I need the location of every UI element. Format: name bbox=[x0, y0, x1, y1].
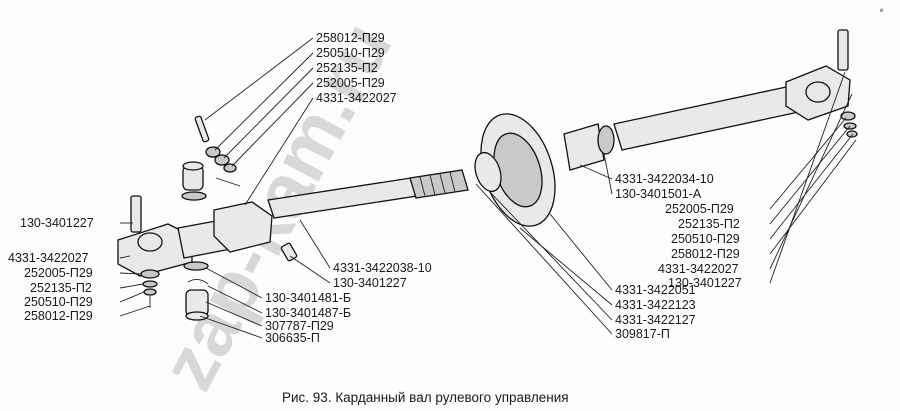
washer-right-3 bbox=[846, 130, 858, 138]
label-center-3: 130-3401481-Б bbox=[265, 291, 351, 305]
label-center-6: 306635-П bbox=[265, 331, 320, 345]
label-br-1: 4331-3422051 bbox=[615, 283, 696, 297]
washer-top-1 bbox=[214, 154, 230, 166]
label-top-3: 252135-П2 bbox=[316, 61, 378, 75]
right-universal-joint bbox=[785, 29, 858, 138]
right-yoke-boss bbox=[805, 81, 831, 103]
tube-seal bbox=[597, 125, 615, 155]
label-center-4: 130-3401487-Б bbox=[265, 306, 351, 320]
label-br-3: 4331-3422127 bbox=[615, 313, 696, 327]
label-left-3: 252005-П29 bbox=[24, 266, 93, 280]
label-right-1: 4331-3422034-10 bbox=[615, 172, 714, 186]
lock-plate-top bbox=[215, 177, 241, 187]
labels-right: 4331-3422034-10 130-3401501-А 252005-П29… bbox=[615, 172, 742, 290]
washer-left-3 bbox=[143, 288, 157, 296]
label-right-6: 258012-П29 bbox=[671, 247, 740, 261]
boot-and-flange bbox=[474, 113, 556, 227]
needle-cup-bottom-rim bbox=[185, 311, 209, 321]
grease-fitting-left bbox=[130, 195, 142, 233]
label-center-1: 4331-3422038-10 bbox=[333, 261, 432, 275]
label-right-8: 130-3401227 bbox=[668, 276, 742, 290]
needle-cup-top-rim bbox=[182, 161, 204, 171]
leader-lines bbox=[119, 37, 857, 339]
nut-top bbox=[205, 146, 221, 158]
label-right-5: 250510-П29 bbox=[671, 232, 740, 246]
label-right-4: 252135-П2 bbox=[678, 217, 740, 231]
left-universal-joint bbox=[117, 161, 298, 321]
tube-body bbox=[613, 83, 809, 151]
spline-teeth bbox=[419, 171, 456, 197]
label-center-2: 130-3401227 bbox=[333, 276, 407, 290]
left-yoke-boss bbox=[137, 232, 163, 252]
label-br-4: 309817-П bbox=[615, 327, 670, 341]
label-right-3: 252005-П29 bbox=[665, 202, 734, 216]
boot-clamp bbox=[474, 151, 502, 193]
center-yoke bbox=[213, 201, 273, 253]
label-left-5: 250510-П29 bbox=[24, 295, 93, 309]
spline-section bbox=[409, 169, 469, 199]
labels-left: 130-3401227 4331-3422027 252005-П29 2521… bbox=[8, 216, 94, 323]
labels-center: 4331-3422038-10 130-3401227 130-3401481-… bbox=[265, 261, 432, 345]
label-br-2: 4331-3422123 bbox=[615, 298, 696, 312]
spline-shaft bbox=[267, 169, 469, 219]
label-right-2: 130-3401501-А bbox=[615, 187, 702, 201]
bolt-top bbox=[194, 115, 210, 143]
washer-right-1 bbox=[840, 111, 856, 121]
seal-ring-top bbox=[181, 191, 207, 201]
label-left-6: 258012-П29 bbox=[24, 309, 93, 323]
hex-nut-tube bbox=[563, 123, 605, 171]
label-top-1: 258012-П29 bbox=[316, 31, 385, 45]
top-fasteners bbox=[194, 115, 241, 187]
label-left-1: 130-3401227 bbox=[20, 216, 94, 230]
washer-left-2 bbox=[142, 280, 158, 288]
label-top-2: 250510-П29 bbox=[316, 46, 385, 60]
labels-top: 258012-П29 250510-П29 252135-П2 252005-П… bbox=[316, 31, 397, 105]
washer-top-2 bbox=[223, 163, 237, 173]
labels-bottom-right: 4331-3422051 4331-3422123 4331-3422127 3… bbox=[615, 283, 696, 341]
tube-shaft bbox=[563, 83, 809, 171]
grease-fitting-center bbox=[280, 242, 298, 262]
figure-caption: Рис. 93. Карданный вал рулевого управлен… bbox=[282, 390, 569, 405]
circlip-bottom bbox=[187, 279, 209, 285]
seal-ring-bottom bbox=[183, 261, 209, 271]
corner-mark: e bbox=[880, 8, 884, 14]
label-left-4: 252135-П2 bbox=[30, 281, 92, 295]
label-top-4: 252005-П29 bbox=[316, 76, 385, 90]
label-right-7: 4331-3422027 bbox=[658, 262, 739, 276]
washer-left-1 bbox=[140, 269, 160, 279]
label-center-5: 307787-П29 bbox=[265, 319, 334, 333]
label-top-5: 4331-3422027 bbox=[316, 91, 397, 105]
label-left-2: 4331-3422027 bbox=[8, 251, 89, 265]
grease-fitting-right bbox=[837, 29, 849, 71]
